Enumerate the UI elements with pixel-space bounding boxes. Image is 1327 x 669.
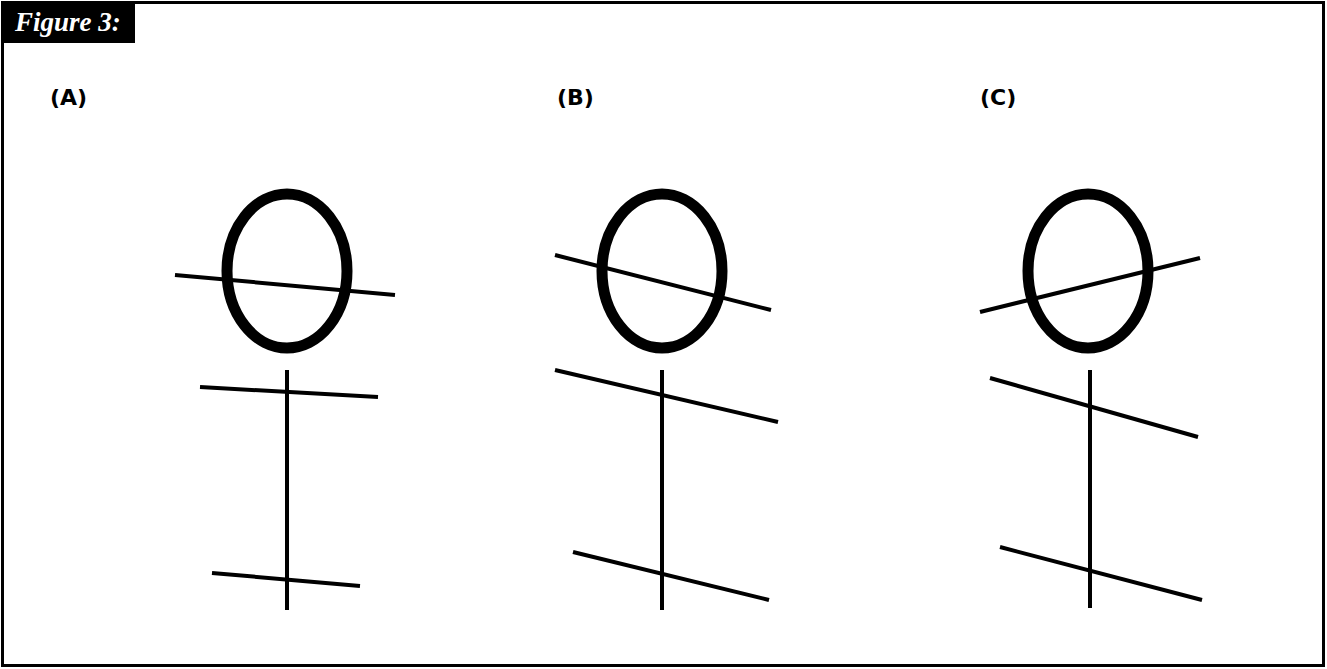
panel-label: (A) xyxy=(50,85,87,110)
figure-title: Figure 3: xyxy=(3,3,135,43)
panel-label: (B) xyxy=(557,85,594,110)
figure-c xyxy=(980,194,1202,608)
frame xyxy=(3,3,1324,666)
figure-b xyxy=(555,194,778,610)
figure-a xyxy=(175,194,395,610)
panel-label: (C) xyxy=(980,85,1016,110)
